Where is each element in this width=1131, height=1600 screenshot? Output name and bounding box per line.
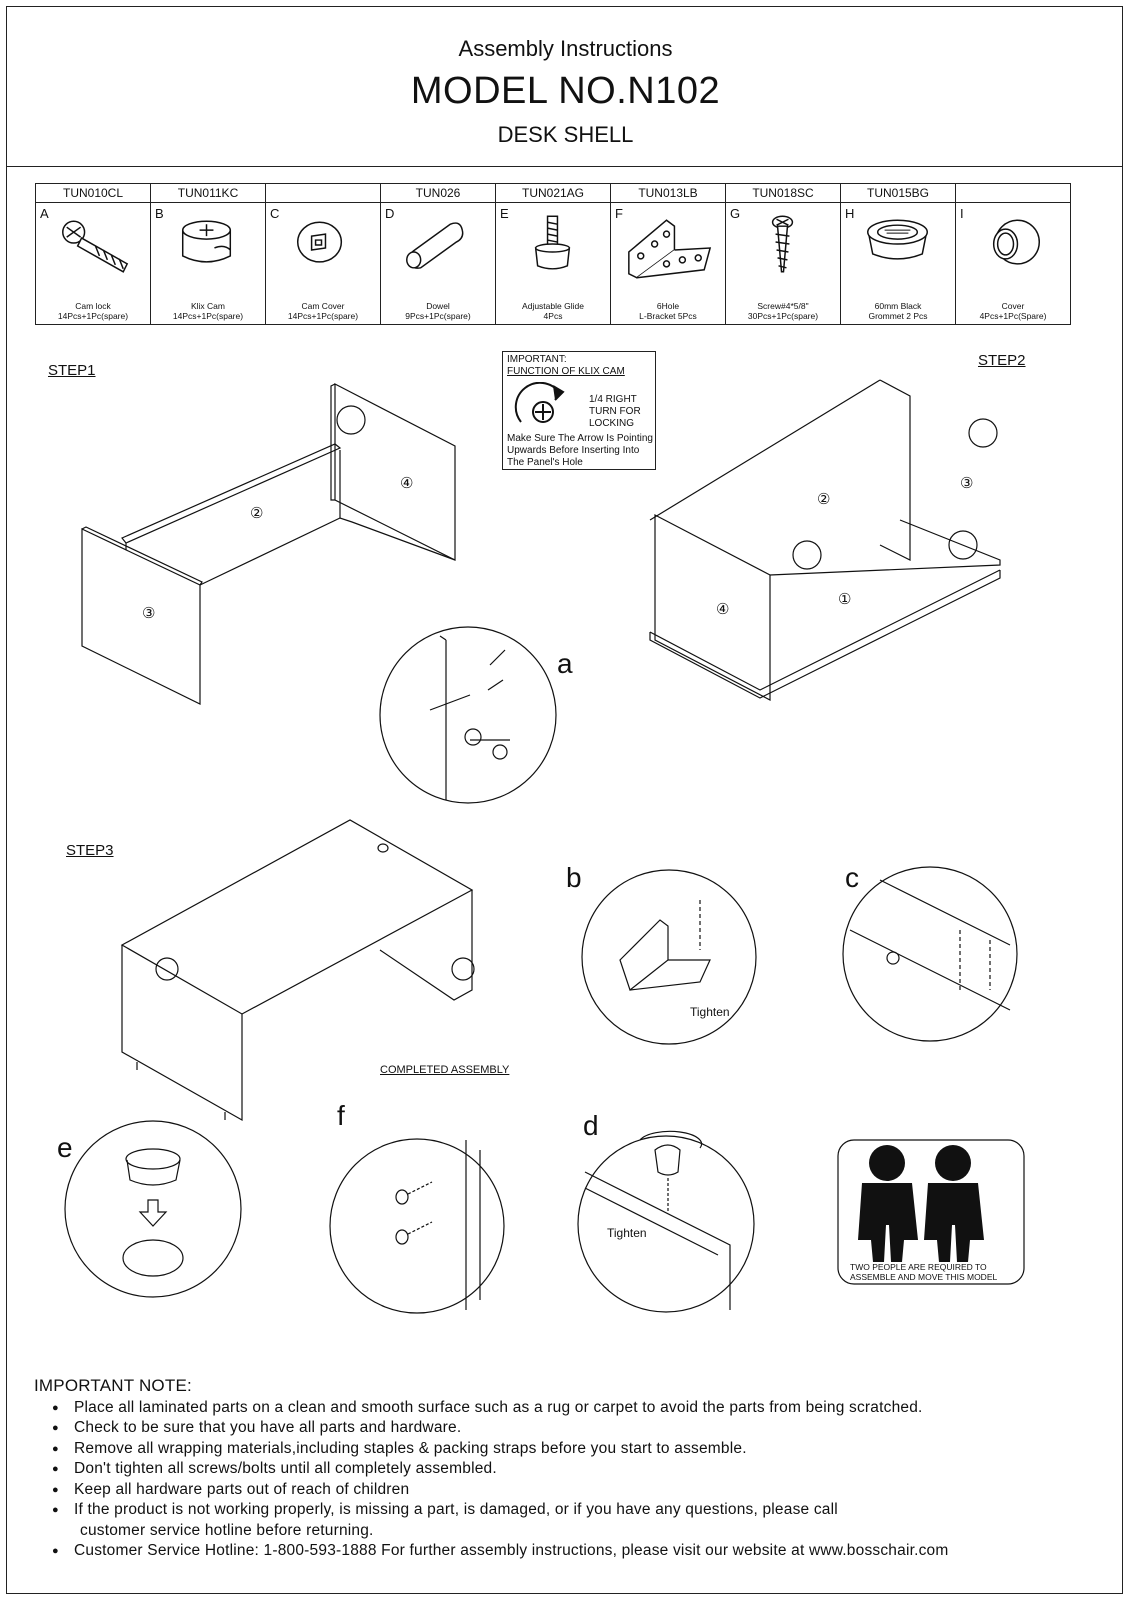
panel-3-label: ③ [960,475,974,492]
notes-heading: IMPORTANT NOTE: [34,1376,192,1395]
part-code [956,184,1070,203]
part-letter: H [845,206,855,221]
part-letter: A [40,206,49,221]
part-description: Screw#4*5/8"30Pcs+1Pc(spare) [747,301,819,321]
l-bracket-icon [628,219,712,279]
step1-drawing [81,383,456,705]
detail-c-label: c [845,862,859,893]
tighten-label: Tighten [607,1226,647,1240]
part-code: TUN010CL [36,184,150,203]
panel-2-label: ② [250,505,264,522]
detail-e-label: e [57,1132,73,1163]
part-letter: G [730,206,741,221]
part-code: TUN011KC [151,184,265,203]
note-subtitle: FUNCTION OF KLIX CAM [507,366,625,377]
tighten-label: Tighten [690,1005,730,1019]
product-name: DESK SHELL [497,122,634,147]
step3-drawing [120,819,475,1122]
part-letter: C [270,206,280,221]
panel-4-label: ④ [400,475,414,492]
part-cell: TUN018SC G Screw#4*5/8"30Pcs+1Pc(spare) [726,184,841,324]
part-code: TUN015BG [841,184,955,203]
part-code [266,184,380,203]
two-people-box [837,1139,1025,1285]
glide-icon [534,215,571,270]
detail-a-label: a [557,648,573,679]
note-item: Check to be sure that you have all parts… [52,1418,1094,1439]
page-frame [6,6,1123,1594]
header-subtitle: Assembly Instructions [458,36,673,61]
note-title: IMPORTANT: [507,354,567,365]
detail-d-circle [577,1135,755,1313]
rotate-arrow-icon [514,382,565,423]
step2-drawing [649,379,1001,701]
cam-cover-icon [296,221,343,263]
detail-a-circle [379,626,557,804]
panel-3-label: ③ [142,605,156,622]
note-item: Don't tighten all screws/bolts until all… [52,1459,1094,1480]
step3-label: STEP3 [66,842,114,859]
part-code: TUN013LB [611,184,725,203]
klix-cam-note: IMPORTANT: FUNCTION OF KLIX CAM 1/4 RIGH… [502,351,656,470]
detail-f-circle [329,1138,505,1314]
detail-b-circle [581,869,757,1045]
part-letter: I [960,206,964,221]
arrow-instruction: Make Sure The Arrow Is Pointing Upwards … [507,433,653,468]
header-divider [6,166,1123,167]
detail-d-label: d [583,1110,599,1141]
panel-2-label: ② [817,491,831,508]
part-letter: D [385,206,395,221]
detail-e-circle [64,1120,242,1298]
detail-c-circle [842,866,1018,1042]
important-notes: IMPORTANT NOTE: Place all laminated part… [34,1376,1094,1562]
part-code: TUN021AG [496,184,610,203]
step2-label: STEP2 [978,352,1026,369]
part-letter: F [615,206,623,221]
detail-b-label: b [566,862,582,893]
model-number: MODEL NO.N102 [410,70,721,112]
screw-icon [771,215,794,273]
cover-icon [992,219,1041,265]
note-item: Keep all hardware parts out of reach of … [52,1480,1094,1501]
two-people-caption: TWO PEOPLE ARE REQUIRED TO ASSEMBLE AND … [850,1262,998,1282]
part-code: TUN026 [381,184,495,203]
part-letter: B [155,206,164,221]
completed-assembly-label: COMPLETED ASSEMBLY [380,1064,510,1076]
panel-4-label: ④ [716,601,730,618]
panel-1-label: ① [838,591,852,608]
klix-cam-icon [181,220,232,263]
part-letter: E [500,206,509,221]
note-item: Customer Service Hotline: 1-800-593-1888… [52,1541,1094,1562]
part-code: TUN018SC [726,184,840,203]
note-item: If the product is not working properly, … [52,1500,1094,1541]
cam-lock-icon [62,220,129,273]
grommet-icon [867,219,928,260]
note-item: Remove all wrapping materials,including … [52,1439,1094,1460]
step1-label: STEP1 [48,362,96,379]
dowel-icon [406,222,464,269]
turn-instruction: 1/4 RIGHT TURN FOR LOCKING [589,394,641,429]
note-item: Place all laminated parts on a clean and… [52,1398,1094,1419]
detail-f-label: f [337,1100,345,1131]
